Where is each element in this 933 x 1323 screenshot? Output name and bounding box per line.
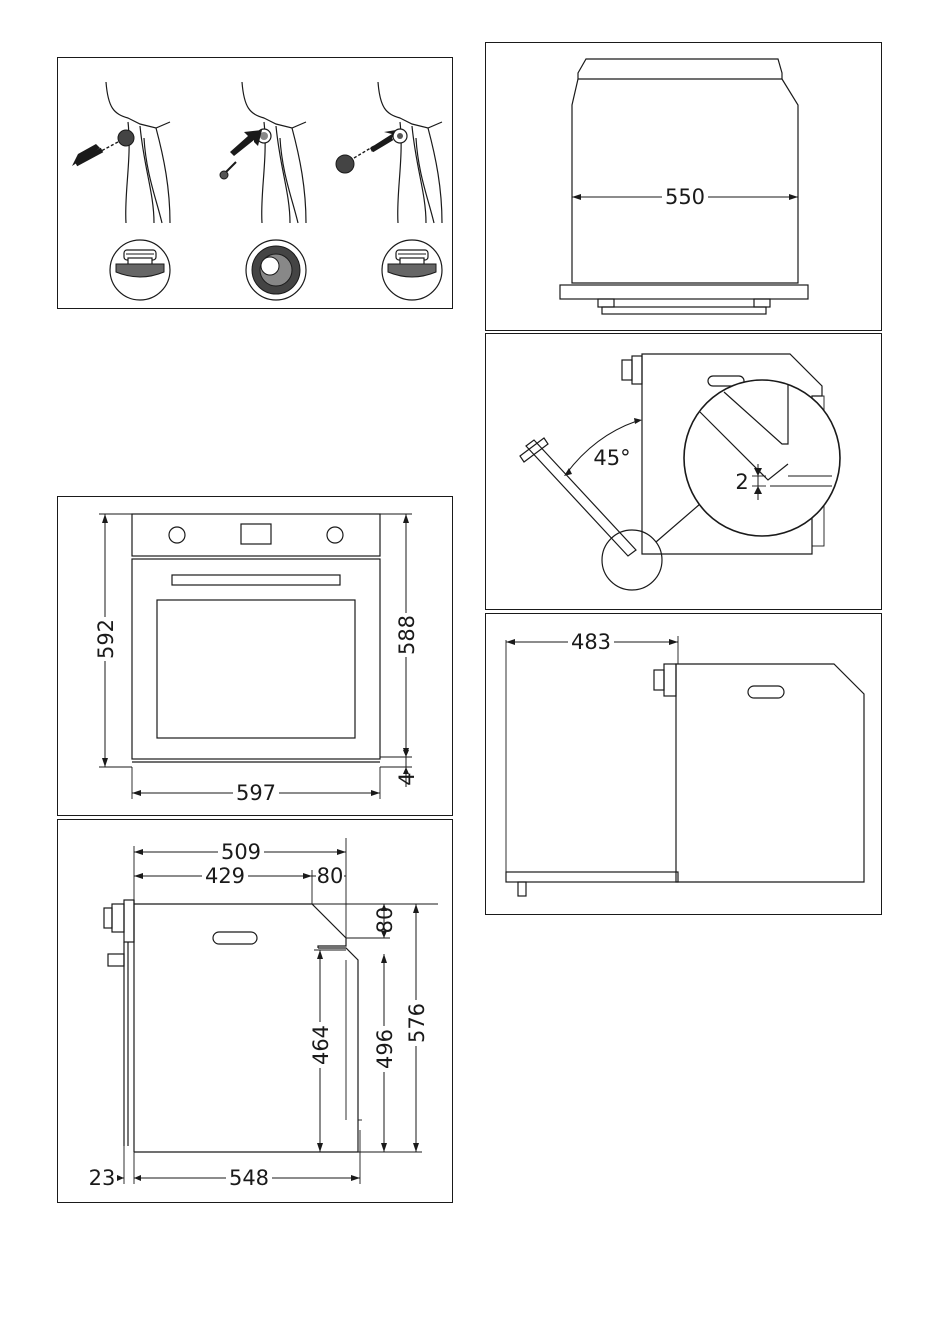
dim-height-inner: 464 <box>309 1025 333 1065</box>
dim-top-width: 550 <box>665 185 705 209</box>
vent-slot-icon <box>213 932 257 944</box>
oven-top-body <box>572 79 798 283</box>
dim-front-thickness: 23 <box>89 1166 116 1190</box>
dim-top-step: 80 <box>317 864 344 888</box>
oven-top-back <box>578 59 782 79</box>
dim-rail-depth: 483 <box>571 630 611 654</box>
rail-view-panel: 483 <box>485 613 882 915</box>
knob-right-icon <box>327 527 343 543</box>
dim-gap: 2 <box>735 470 748 494</box>
detail-callout-small <box>602 530 662 590</box>
side-view-panel: 509 429 80 80 576 496 464 <box>57 819 453 1203</box>
dim-height-mid: 496 <box>373 1029 397 1069</box>
door-open-panel: 45° 2 <box>485 333 882 610</box>
front-view-drawing: 592 588 4 597 <box>58 497 454 817</box>
top-view-drawing: 550 <box>486 43 883 332</box>
dim-depth-body: 429 <box>205 864 245 888</box>
dim-depth-bottom: 548 <box>229 1166 269 1190</box>
door-open-drawing: 45° 2 <box>486 334 883 611</box>
oven-top-front <box>560 285 808 299</box>
dim-height-left: 592 <box>94 619 118 659</box>
rail-view-drawing: 483 <box>486 614 883 916</box>
knob-left-icon <box>169 527 185 543</box>
plug-install-panel <box>57 57 453 309</box>
dim-top-drop: 80 <box>373 907 397 934</box>
dim-bottom-gap: 4 <box>395 772 419 785</box>
display-icon <box>241 524 271 544</box>
detail-callout-magnified <box>684 380 840 536</box>
oven-body-side <box>676 664 864 882</box>
oven-body-top <box>134 904 346 948</box>
dim-height-total: 576 <box>405 1003 429 1043</box>
dim-angle: 45° <box>593 446 630 470</box>
step-insert-cap <box>336 82 442 300</box>
knob-icon <box>104 908 112 928</box>
dim-height-right: 588 <box>395 615 419 655</box>
dim-depth-total: 509 <box>221 840 261 864</box>
dim-width: 597 <box>236 781 276 805</box>
step-remove-cap <box>72 82 170 300</box>
door-window <box>157 600 355 738</box>
oven-door <box>132 559 380 759</box>
side-view-drawing: 509 429 80 80 576 496 464 <box>58 820 454 1204</box>
step-insert-screw <box>220 82 306 300</box>
top-view-panel: 550 <box>485 42 882 331</box>
vent-slot-icon <box>748 686 784 698</box>
front-view-panel: 592 588 4 597 <box>57 496 453 816</box>
plug-install-drawing <box>58 58 454 310</box>
door-handle <box>172 575 340 585</box>
